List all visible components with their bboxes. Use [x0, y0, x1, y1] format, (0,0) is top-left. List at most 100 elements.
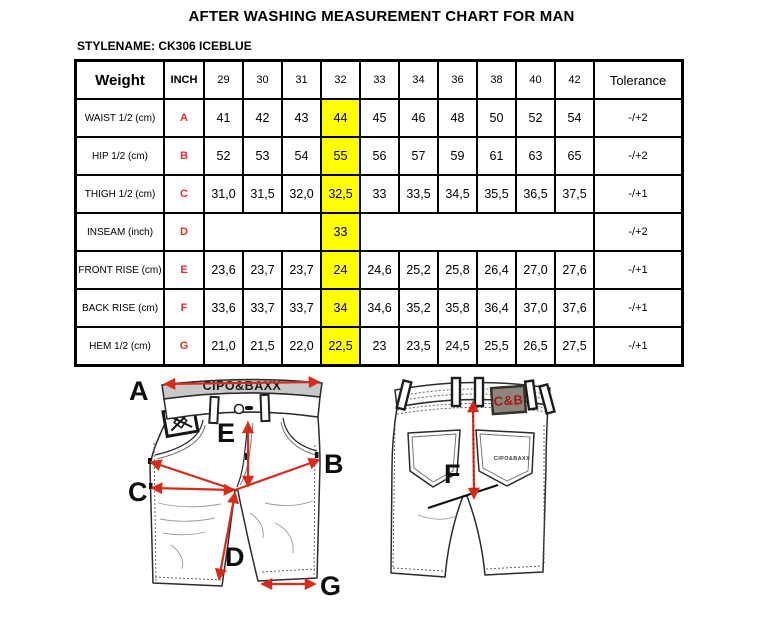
- value-cell: 25,2: [398, 250, 439, 290]
- tolerance-cell: -/+1: [593, 174, 684, 214]
- col-header: 30: [242, 59, 283, 100]
- col-header: 40: [515, 59, 556, 100]
- front-view-diagram: CIPO&BAXX A B C D E G: [128, 376, 344, 601]
- front-measure-arrows: [149, 376, 321, 591]
- value-cell: 27,6: [554, 250, 595, 290]
- value-cell: [359, 212, 595, 252]
- value-cell: 37,0: [515, 288, 556, 328]
- row-label: WAIST 1/2 (cm): [74, 98, 165, 138]
- col-header: 34: [398, 59, 439, 100]
- value-cell: 26,5: [515, 326, 556, 367]
- value-cell: 50: [476, 98, 517, 138]
- page-title: AFTER WASHING MEASUREMENT CHART FOR MAN: [188, 8, 575, 25]
- measure-label-c: C: [128, 477, 148, 507]
- value-cell: 41: [203, 98, 244, 138]
- value-cell: 31,0: [203, 174, 244, 214]
- letter-cell: A: [163, 98, 205, 138]
- value-cell: 21,0: [203, 326, 244, 367]
- value-cell: 37,5: [554, 174, 595, 214]
- value-cell: 33: [320, 212, 361, 252]
- value-cell: 52: [515, 98, 556, 138]
- col-header: 29: [203, 59, 244, 100]
- value-cell: 34,5: [437, 174, 478, 214]
- letter-cell: E: [163, 250, 205, 290]
- row-label: BACK RISE (cm): [74, 288, 165, 328]
- value-cell: 32,5: [320, 174, 361, 214]
- value-cell: 22,0: [281, 326, 322, 367]
- value-cell: 56: [359, 136, 400, 176]
- value-cell: 27,0: [515, 250, 556, 290]
- value-cell: 42: [242, 98, 283, 138]
- value-cell: 33,6: [203, 288, 244, 328]
- back-pocket-left: [407, 429, 461, 488]
- value-cell: 25,5: [476, 326, 517, 367]
- value-cell: 33,5: [398, 174, 439, 214]
- value-cell: 59: [437, 136, 478, 176]
- value-cell: 61: [476, 136, 517, 176]
- tolerance-cell: -/+1: [593, 288, 684, 328]
- col-header: 32: [320, 59, 361, 100]
- belt-loops: [395, 376, 556, 416]
- value-cell: 44: [320, 98, 361, 138]
- value-cell: 21,5: [242, 326, 283, 367]
- value-cell: [203, 212, 322, 252]
- value-cell: 36,5: [515, 174, 556, 214]
- tolerance-cell: -/+2: [593, 136, 684, 176]
- col-header: Tolerance: [593, 59, 684, 100]
- value-cell: 63: [515, 136, 556, 176]
- value-cell: 36,4: [476, 288, 517, 328]
- measure-label-a: A: [129, 376, 149, 406]
- value-cell: 23: [359, 326, 400, 367]
- tolerance-cell: -/+1: [593, 250, 684, 290]
- letter-cell: F: [163, 288, 205, 328]
- value-cell: 34: [320, 288, 361, 328]
- value-cell: 24,6: [359, 250, 400, 290]
- value-cell: 27,5: [554, 326, 595, 367]
- col-header: 33: [359, 59, 400, 100]
- front-waistband-brand: CIPO&BAXX: [203, 379, 282, 393]
- value-cell: 33,7: [281, 288, 322, 328]
- col-header: 31: [281, 59, 322, 100]
- value-cell: 46: [398, 98, 439, 138]
- row-label: HEM 1/2 (cm): [74, 326, 165, 367]
- value-cell: 48: [437, 98, 478, 138]
- value-cell: 35,5: [476, 174, 517, 214]
- value-cell: 23,6: [203, 250, 244, 290]
- value-cell: 26,4: [476, 250, 517, 290]
- letter-cell: G: [163, 326, 205, 367]
- value-cell: 43: [281, 98, 322, 138]
- letter-cell: C: [163, 174, 205, 214]
- value-cell: 45: [359, 98, 400, 138]
- col-header: INCH: [163, 59, 205, 100]
- value-cell: 54: [281, 136, 322, 176]
- measure-label-b: B: [324, 449, 344, 479]
- value-cell: 57: [398, 136, 439, 176]
- row-label: FRONT RISE (cm): [74, 250, 165, 290]
- tolerance-cell: -/+2: [593, 98, 684, 138]
- value-cell: 53: [242, 136, 283, 176]
- value-cell: 24,5: [437, 326, 478, 367]
- letter-cell: B: [163, 136, 205, 176]
- col-header: 38: [476, 59, 517, 100]
- value-cell: 23,7: [281, 250, 322, 290]
- value-cell: 52: [203, 136, 244, 176]
- row-label: INSEAM (inch): [74, 212, 165, 252]
- belt-loop: [208, 395, 220, 425]
- back-view-diagram: C&B CIPO&BAXX F: [390, 376, 556, 578]
- value-cell: 24: [320, 250, 361, 290]
- button: [233, 403, 245, 415]
- row-label: HIP 1/2 (cm): [74, 136, 165, 176]
- col-header: 42: [554, 59, 595, 100]
- value-cell: 34,6: [359, 288, 400, 328]
- stylename: STYLENAME: CK306 ICEBLUE: [77, 39, 252, 53]
- measure-label-d: D: [225, 542, 245, 572]
